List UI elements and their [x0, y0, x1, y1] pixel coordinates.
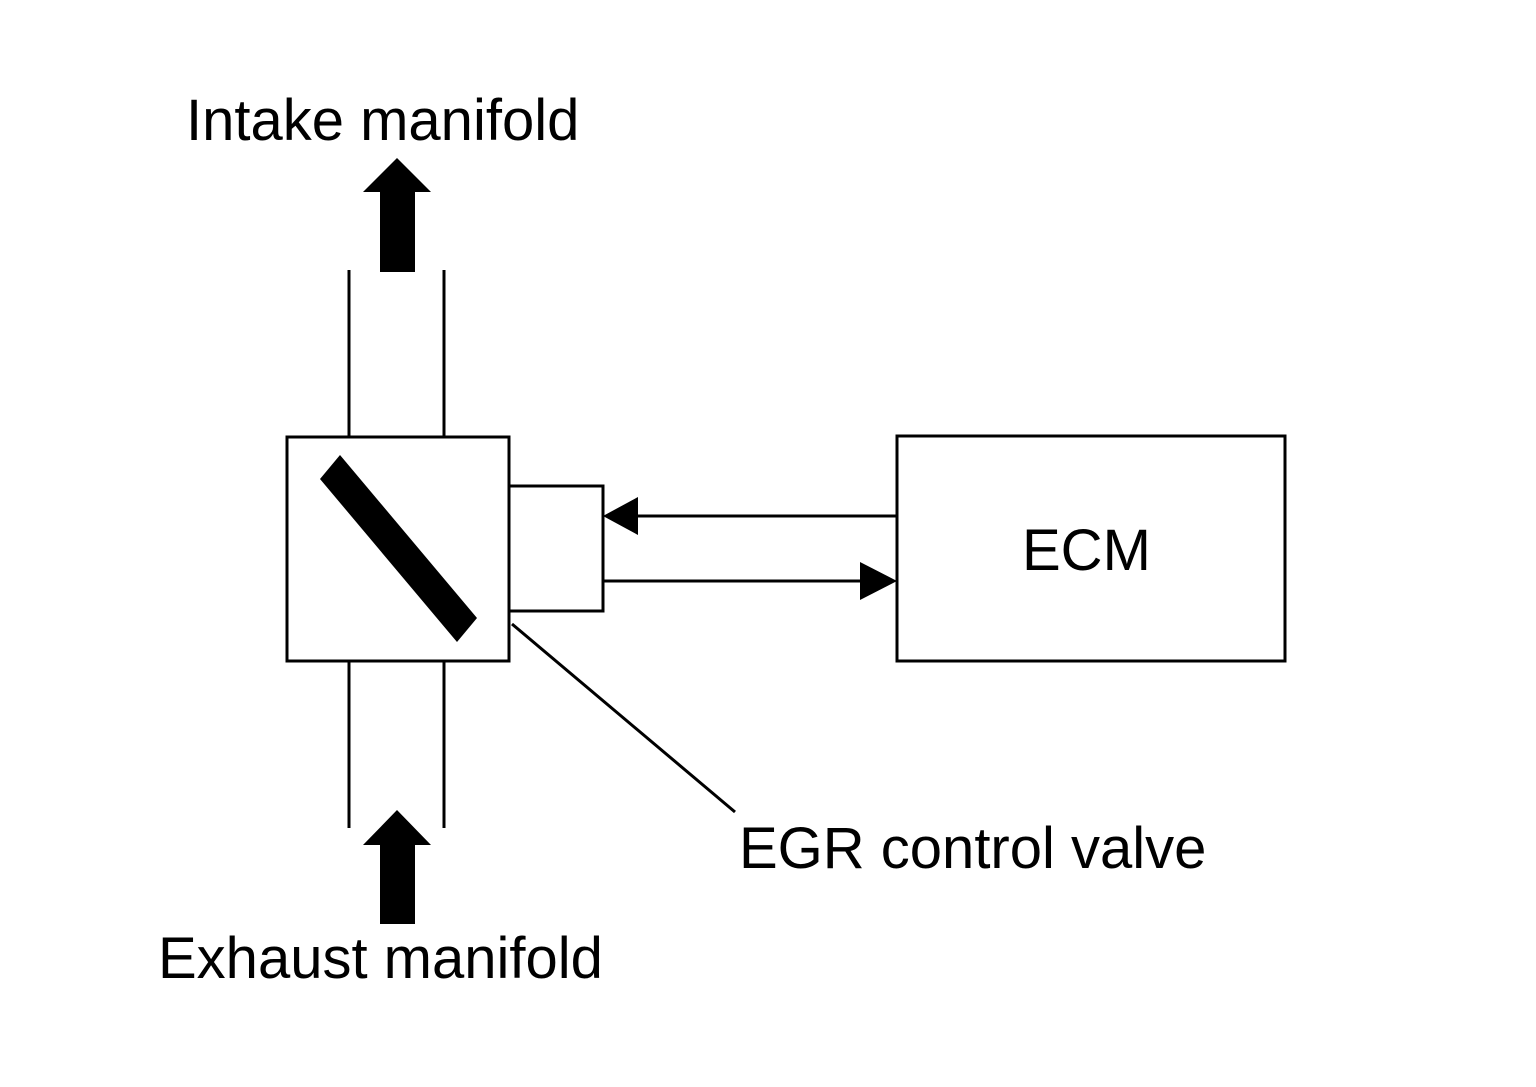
arrowhead-right-icon [860, 562, 897, 600]
egr-valve-leader-line [511, 622, 736, 814]
intake-manifold-label: Intake manifold [186, 88, 580, 153]
thick-arrow-up-icon [363, 158, 431, 272]
ecm-label: ECM [1022, 518, 1151, 583]
valve-plate [320, 455, 477, 642]
egr-control-valve-label: EGR control valve [739, 816, 1207, 881]
ecm-box [895, 434, 1287, 663]
thick-arrow-up-icon [363, 810, 431, 924]
arrowhead-left-icon [603, 497, 638, 535]
exhaust-manifold-label: Exhaust manifold [158, 926, 603, 991]
egr-valve-actuator [507, 484, 605, 613]
